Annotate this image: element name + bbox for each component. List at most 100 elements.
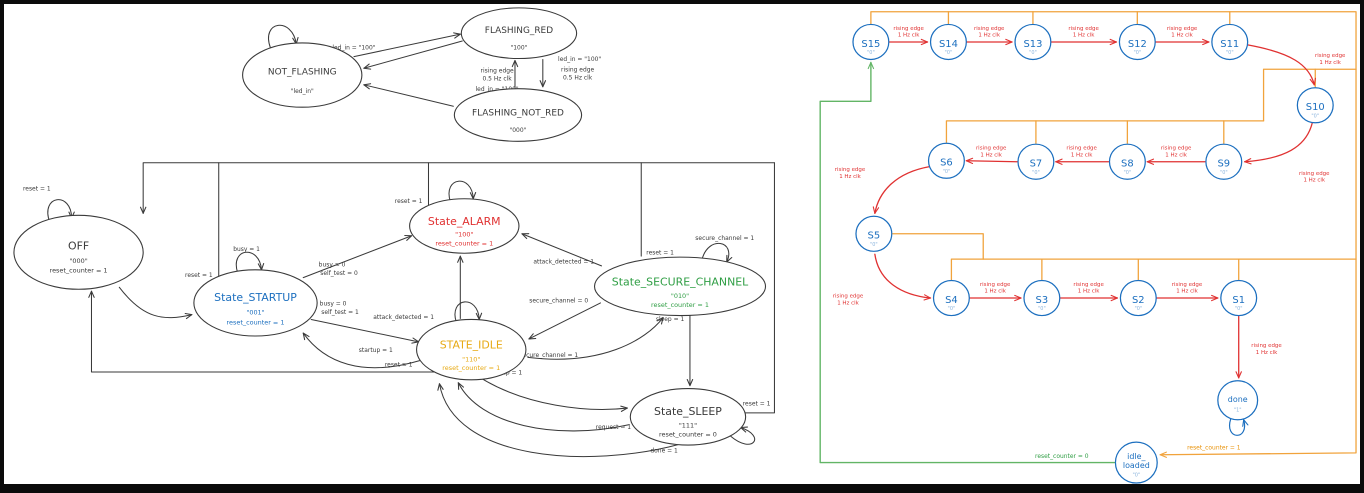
state-s7-text-1: "0" <box>1032 170 1040 176</box>
state-off-text-0: OFF <box>68 240 89 253</box>
state-state-alarm-text-2: reset_counter = 1 <box>435 240 493 248</box>
state-flashing-not-red-text-1: "000" <box>510 128 527 134</box>
state-flashing-red-shape <box>460 7 578 60</box>
security-fsm-edge-1 <box>118 286 193 320</box>
state-state-alarm-text-1: "100" <box>455 231 473 239</box>
counter-fsm-edge-7 <box>945 120 1265 143</box>
state-state-secure-channel-text-0: State_SECURE_CHANNEL <box>612 276 748 289</box>
state-s12-text-0: S12 <box>1128 39 1147 50</box>
state-state-idle-text-1: "110" <box>462 355 480 363</box>
state-s2-text-0: S2 <box>1132 295 1145 306</box>
edge-label: reset = 1 <box>23 187 51 193</box>
edge-label: 1 Hz clk <box>1078 289 1100 295</box>
edge-label: 1 Hz clk <box>839 174 861 180</box>
edge-label: 1 Hz clk <box>1165 152 1187 158</box>
edge-label: 1 Hz clk <box>984 289 1006 295</box>
state-s1-shape <box>1220 279 1258 317</box>
state-s9: S9"0" <box>1205 143 1243 180</box>
state-s11-text-1: "0" <box>1226 50 1234 56</box>
edge-label: 0.5 Hz clk <box>563 76 593 82</box>
diagram-canvas: led_in = "100" led_in = "100" rising edge 0… <box>13 7 1357 484</box>
edge-label: 1 Hz clk <box>1303 178 1325 184</box>
edge-label: reset_counter = 0 <box>1035 454 1089 460</box>
state-s11-text-0: S11 <box>1220 39 1239 50</box>
security-fsm-edge-17 <box>527 316 664 360</box>
state-s3-text-0: S3 <box>1036 295 1049 306</box>
security-fsm-edge-6 <box>744 162 775 414</box>
edge-label: reset = 1 <box>185 273 213 279</box>
edge-label: rising edge <box>1073 282 1104 288</box>
edge-label: self_test = 0 <box>320 271 358 277</box>
state-s7-shape <box>1017 143 1055 180</box>
state-s10-text-0: S10 <box>1306 102 1325 113</box>
edge-label: sleep = 1 <box>494 371 523 377</box>
edge-label: rising edge <box>1066 146 1097 152</box>
edge-label: self_test = 1 <box>321 310 359 316</box>
state-idle-loaded-text-1: loaded <box>1123 461 1150 470</box>
state-s9-shape <box>1205 143 1243 180</box>
state-flashing-not-red-shape <box>453 88 583 142</box>
edge-label: busy = 1 <box>233 247 260 253</box>
state-s10-text-1: "0" <box>1311 113 1319 119</box>
state-s13-text-1: "0" <box>1029 50 1037 56</box>
edge-label: 0.5 Hz clk <box>482 76 512 82</box>
state-s5-text-0: S5 <box>868 231 881 242</box>
state-s5: S5"0" <box>855 215 893 252</box>
state-state-sleep-text-2: reset_counter = 0 <box>659 430 717 438</box>
state-s14: S14"0" <box>929 23 967 61</box>
security-fsm-edge-22 <box>437 383 681 458</box>
edge-label: startup = 1 <box>359 348 393 354</box>
led-flasher-fsm-edge-0 <box>268 24 299 49</box>
security-fsm-edge-15 <box>521 233 602 267</box>
state-off: OFF"000"reset_counter = 1 <box>13 214 144 290</box>
edge-label: attack_detected = 1 <box>533 260 594 266</box>
security-fsm-edge-0 <box>47 199 75 223</box>
edge-label: busy = 0 <box>319 262 346 268</box>
edge-label: 1 Hz clk <box>1171 33 1193 39</box>
state-s9-text-0: S9 <box>1217 159 1230 170</box>
state-s8-text-0: S8 <box>1121 159 1134 170</box>
state-state-sleep-text-1: "111" <box>679 422 697 430</box>
counter-fsm-edge-12 <box>950 258 1357 281</box>
state-s10-shape <box>1296 87 1334 124</box>
state-s1-text-0: S1 <box>1232 295 1245 306</box>
edge-label: led_in = "100" <box>332 45 375 51</box>
edge-label: request = 1 <box>596 425 631 431</box>
edge-label: rising edge <box>1251 343 1282 349</box>
state-s6-shape <box>927 142 965 179</box>
state-state-idle-text-0: STATE_IDLE <box>440 339 503 352</box>
edge-label: rising edge <box>1315 53 1346 59</box>
edge-label: 1 Hz clk <box>978 33 1000 39</box>
state-s5-text-1: "0" <box>870 242 878 248</box>
security-fsm-edge-8 <box>235 251 265 274</box>
security-fsm-edge-11 <box>302 332 422 369</box>
counter-fsm-edge-22 <box>1244 122 1313 165</box>
counter-fsm: reset_counter = 1 reset_counter = 0 rising… <box>819 11 1357 484</box>
security-fsm-edge-7 <box>88 290 499 373</box>
counter-fsm-edge-27 <box>874 253 932 301</box>
state-idle-loaded: idle_loaded"0" <box>1114 441 1158 484</box>
state-s14-text-1: "0" <box>945 50 953 56</box>
edge-label: rising edge <box>561 68 595 74</box>
edge-label: 1 Hz clk <box>1256 350 1278 356</box>
state-s6-text-1: "0" <box>943 169 951 175</box>
edge-label: 1 Hz clk <box>1073 33 1095 39</box>
state-state-idle: STATE_IDLE"110"reset_counter = 1 <box>416 318 527 381</box>
security-fsm-edge-18 <box>701 242 733 263</box>
edge-label: reset_counter = 1 <box>1187 446 1241 452</box>
edge-label: led_in = "100" <box>558 57 601 63</box>
state-s15-text-0: S15 <box>861 39 880 50</box>
state-s14-text-0: S14 <box>939 39 958 50</box>
state-done: done"1" <box>1217 380 1259 421</box>
state-s3: S3"0" <box>1023 279 1061 317</box>
state-s3-text-1: "0" <box>1038 306 1046 312</box>
state-off-shape <box>13 214 144 290</box>
state-state-sleep: State_SLEEP"111"reset_counter = 0 <box>629 388 747 446</box>
security-fsm-edge-2 <box>139 162 775 214</box>
state-s15: S15"0" <box>852 23 890 61</box>
counter-fsm-edge-25 <box>965 157 1018 165</box>
edge-label: rising edge <box>1068 26 1099 32</box>
state-s13-shape <box>1014 23 1052 61</box>
